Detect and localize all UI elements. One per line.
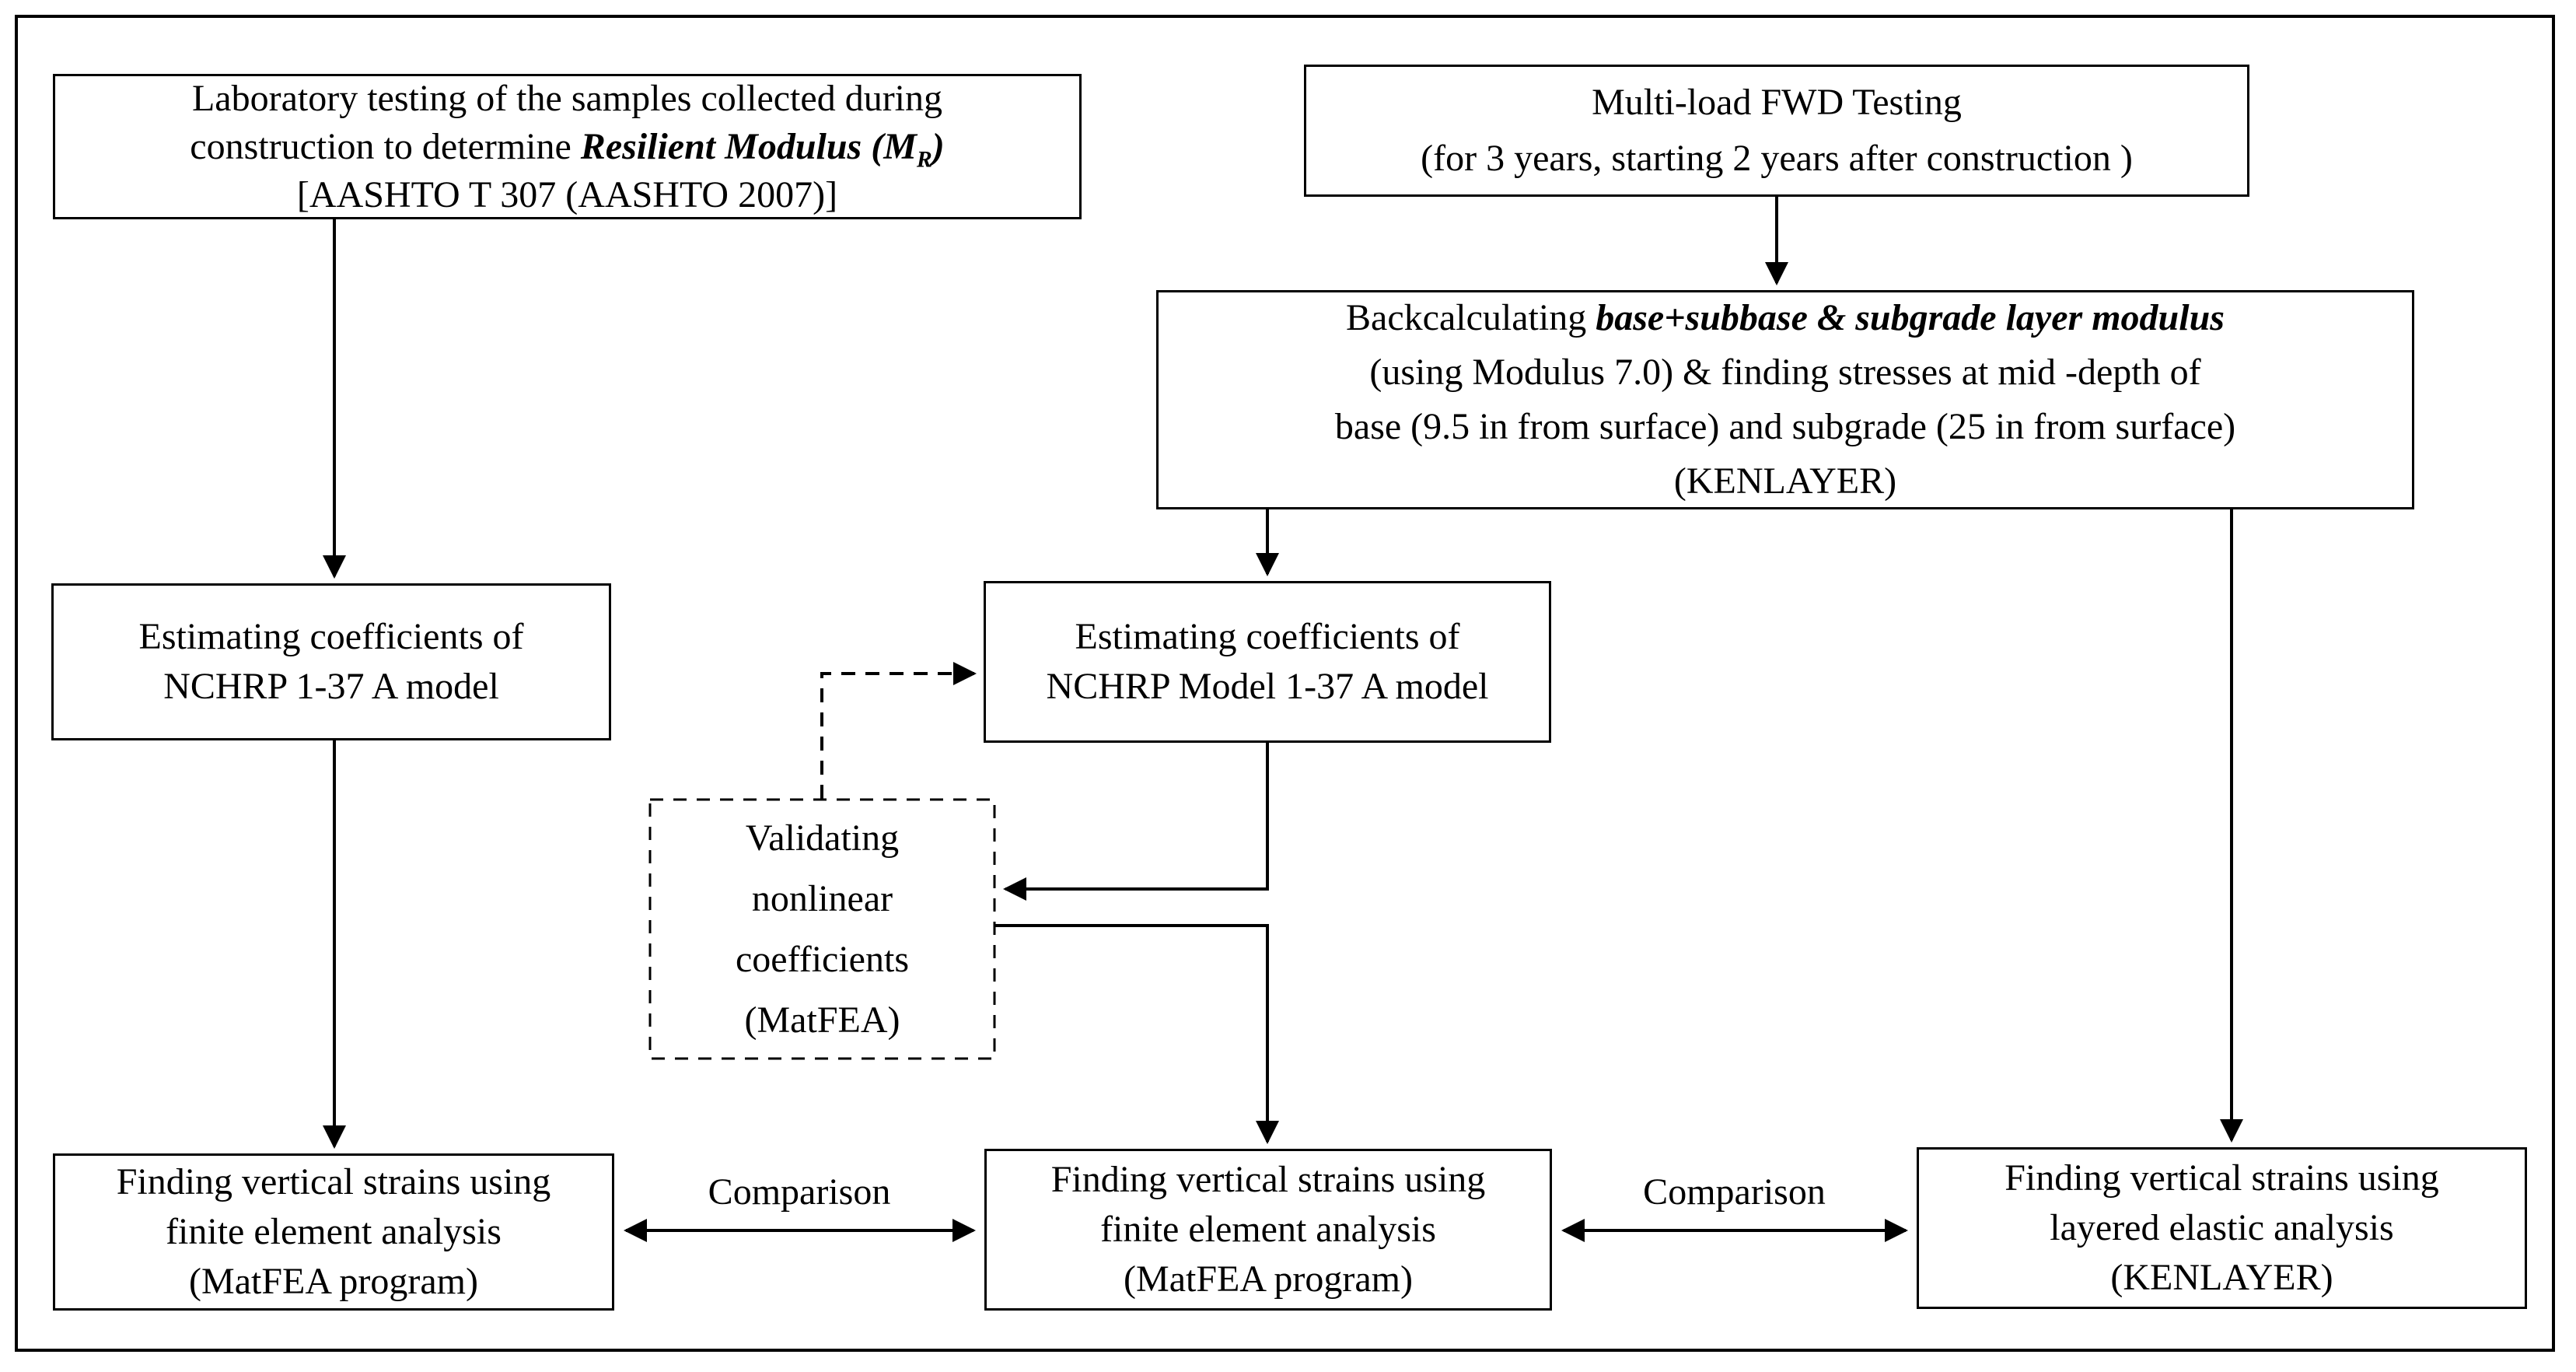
box-line: Backcalculating base+subbase & subgrade … [1346,297,2225,338]
box-line: (for 3 years, starting 2 years after con… [1421,138,2133,179]
box-strains-fea-left: Finding vertical strains using finite el… [53,1153,614,1311]
validating-box-dashed-border [648,798,996,1060]
box-fwd-testing: Multi-load FWD Testing (for 3 years, sta… [1304,65,2249,197]
box-estimating-center: Estimating coefficients of NCHRP Model 1… [984,581,1551,743]
arrow-validating-to-estimating-center-dashed [820,662,977,799]
box-line: (MatFEA program) [1124,1258,1413,1300]
box-line: finite element analysis [1100,1209,1436,1250]
comparison-label-right: Comparison [1643,1171,1826,1213]
box-line: Laboratory testing of the samples collec… [191,77,943,119]
box-line: Finding vertical strains using [1050,1159,1486,1200]
comparison-label-left: Comparison [708,1171,891,1213]
box-line: finite element analysis [166,1211,502,1252]
box-line: Validating [745,817,900,859]
box-backcalculating: Backcalculating base+subbase & subgrade … [1156,290,2414,509]
box-line: nonlinear [751,877,893,919]
box-validating: Validating nonlinear coefficients (MatFE… [649,799,995,1059]
arrow-estimating-center-to-validating [1003,743,1269,901]
arrow-validating-to-strains-center [995,924,1279,1144]
box-strains-fea-center: Finding vertical strains using finite el… [984,1149,1552,1311]
box-line: (KENLAYER) [2110,1257,2333,1298]
box-line: (MatFEA program) [189,1261,478,1302]
box-line: NCHRP 1-37 A model [163,666,499,707]
box-strains-lea-right: Finding vertical strains using layered e… [1917,1147,2527,1309]
box-line: layered elastic analysis [2050,1207,2394,1248]
box-lab-testing: Laboratory testing of the samples collec… [53,74,1082,219]
diagram-border [15,15,2555,1352]
box-line: (MatFEA) [744,999,900,1041]
box-line: [AASHTO T 307 (AASHTO 2007)] [296,173,838,215]
box-estimating-left: Estimating coefficients of NCHRP 1-37 A … [51,583,611,740]
box-line: Estimating coefficients of [138,616,524,657]
box-line: construction to determine Resilient Modu… [190,125,945,173]
box-line: (KENLAYER) [1673,460,1897,502]
box-line: Finding vertical strains using [2005,1157,2439,1199]
box-line: Multi-load FWD Testing [1592,82,1962,123]
box-line: Finding vertical strains using [116,1161,551,1202]
box-line: NCHRP Model 1-37 A model [1046,666,1489,707]
box-line: coefficients [735,938,909,980]
box-line: base (9.5 in from surface) and subgrade … [1334,406,2236,447]
box-line: Estimating coefficients of [1075,616,1460,657]
box-line: (using Modulus 7.0) & finding stresses a… [1369,352,2201,393]
